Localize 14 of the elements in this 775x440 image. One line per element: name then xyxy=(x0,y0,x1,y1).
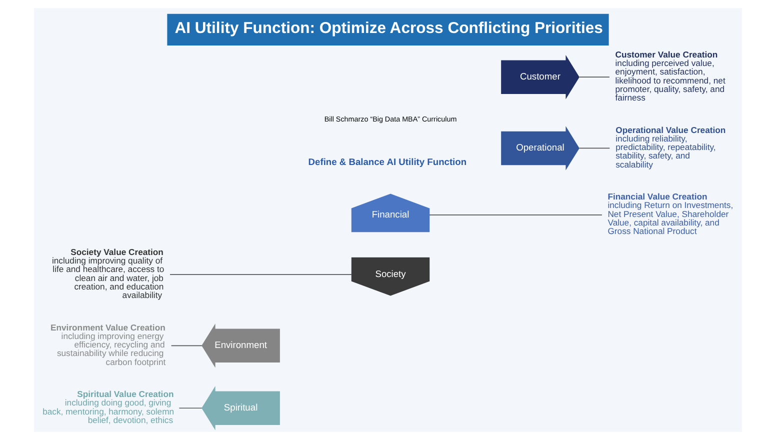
connector xyxy=(428,214,602,216)
connector xyxy=(578,148,610,149)
node-text: Customer Value Creation including perceived value, enjoyment, satisfaction, likelihood to recommend, net promoter, quality, safety, and fairness xyxy=(614,49,725,103)
node-text: Society Value Creation including improving quality of life and healthcare, access to clean air and water, job creation, and education availability xyxy=(51,246,164,300)
node-text: Financial Value Creation including Return on Investments, Net Present Value, Shareholder Value, capital availability, and Gross National Product xyxy=(607,192,733,236)
node-text: Spiritual Value Creation including doing good, giving back, mentoring, harmony, solemn belief, devotion, ethics xyxy=(42,389,174,425)
node-text: Environment Value Creation including improving energy efficiency, recycling and sustainability while reducing carbon footprint xyxy=(50,322,166,367)
diagram-title: AI Utility Function: Optimize Across Conflicting Priorities xyxy=(174,20,602,38)
connector xyxy=(169,274,352,275)
connector xyxy=(170,345,202,346)
node-text: Operational Value Creation including reliability, predictability, repeatability, stability, safety, and scalability xyxy=(615,124,726,170)
connector xyxy=(578,76,610,78)
label: Define & Balance AI Utility Function xyxy=(308,156,466,167)
connector xyxy=(178,408,202,409)
